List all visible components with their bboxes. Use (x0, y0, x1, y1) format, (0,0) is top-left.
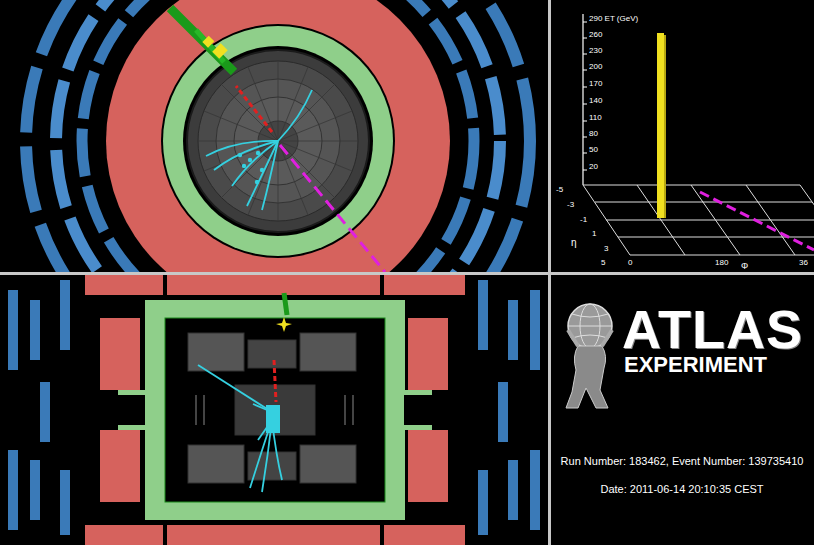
hadronic-calorimeter (106, 0, 450, 272)
phi-tick: 36 (799, 259, 808, 267)
panel-ground (0, 275, 548, 545)
et-axis (582, 14, 583, 185)
run-info: Run Number: 183462, Event Number: 139735… (561, 456, 804, 467)
energy-cell (202, 36, 214, 48)
muon-chamber (82, 0, 474, 272)
panel-ground (551, 275, 814, 545)
date-info: Date: 2011-06-14 20:10:35 CEST (600, 484, 763, 495)
tracks (198, 365, 282, 492)
et-tower (657, 33, 664, 218)
detector-spokes (198, 61, 358, 221)
tick-label: 140 (589, 97, 602, 105)
axis-ticks (583, 22, 587, 170)
phi-axis-title: Φ (741, 262, 748, 271)
phi-tick: 180 (715, 259, 728, 267)
tick-label: 170 (589, 80, 602, 88)
lego-plot (583, 14, 814, 255)
eta-tick: 3 (604, 245, 608, 253)
vertex-hits (266, 405, 280, 433)
muon-chamber (56, 0, 500, 272)
eta-tick: -3 (567, 201, 574, 209)
calorimeter-gap (161, 24, 395, 258)
tick-label: 260 (589, 31, 602, 39)
jet-deposit (170, 8, 234, 72)
missing-et (700, 192, 814, 250)
em-calorimeter (163, 26, 393, 256)
logo-word: ATLAS (622, 302, 803, 356)
track-hits (238, 151, 264, 184)
logo-subtitle: EXPERIMENT (624, 354, 767, 376)
electron-track (274, 360, 276, 402)
muon-chambers (8, 280, 540, 535)
tick-label: 80 (589, 130, 598, 138)
inner-cavity (165, 318, 385, 502)
missing-et (280, 145, 385, 272)
em-calorimeter (145, 300, 405, 520)
eta-tick: -5 (556, 186, 563, 194)
tick-label: 230 (589, 47, 602, 55)
tick-label: 50 (589, 146, 598, 154)
eta-tick: -1 (580, 216, 587, 224)
panel-ground (551, 0, 814, 272)
longitudinal-view (8, 275, 540, 545)
eta-tick: 1 (592, 230, 596, 238)
eta-tick: 5 (601, 259, 605, 267)
inner-detector (187, 50, 369, 232)
axis-title: 290 ET (GeV) (589, 15, 638, 23)
et-tower-side (664, 35, 666, 218)
eta-phi-grid (583, 185, 814, 255)
tracks (206, 90, 312, 210)
beam-pipe (404, 395, 449, 425)
tick-label: 20 (589, 163, 598, 171)
hadronic-calorimeter (85, 275, 465, 545)
eta-axis-title: η (571, 238, 577, 248)
transverse-view (26, 0, 530, 272)
trt (198, 61, 358, 221)
tick-label: 200 (589, 63, 602, 71)
atlas-figure (566, 304, 612, 408)
tick-label: 110 (589, 114, 602, 122)
beam-pipe (100, 395, 145, 425)
energy-cell (276, 317, 292, 332)
energy-cell (212, 43, 228, 59)
jet-deposit (284, 293, 287, 315)
electron-track (236, 86, 272, 132)
solenoid (183, 46, 373, 236)
phi-tick: 0 (628, 259, 632, 267)
inner-detector (188, 333, 356, 483)
muon-chamber (26, 0, 530, 272)
